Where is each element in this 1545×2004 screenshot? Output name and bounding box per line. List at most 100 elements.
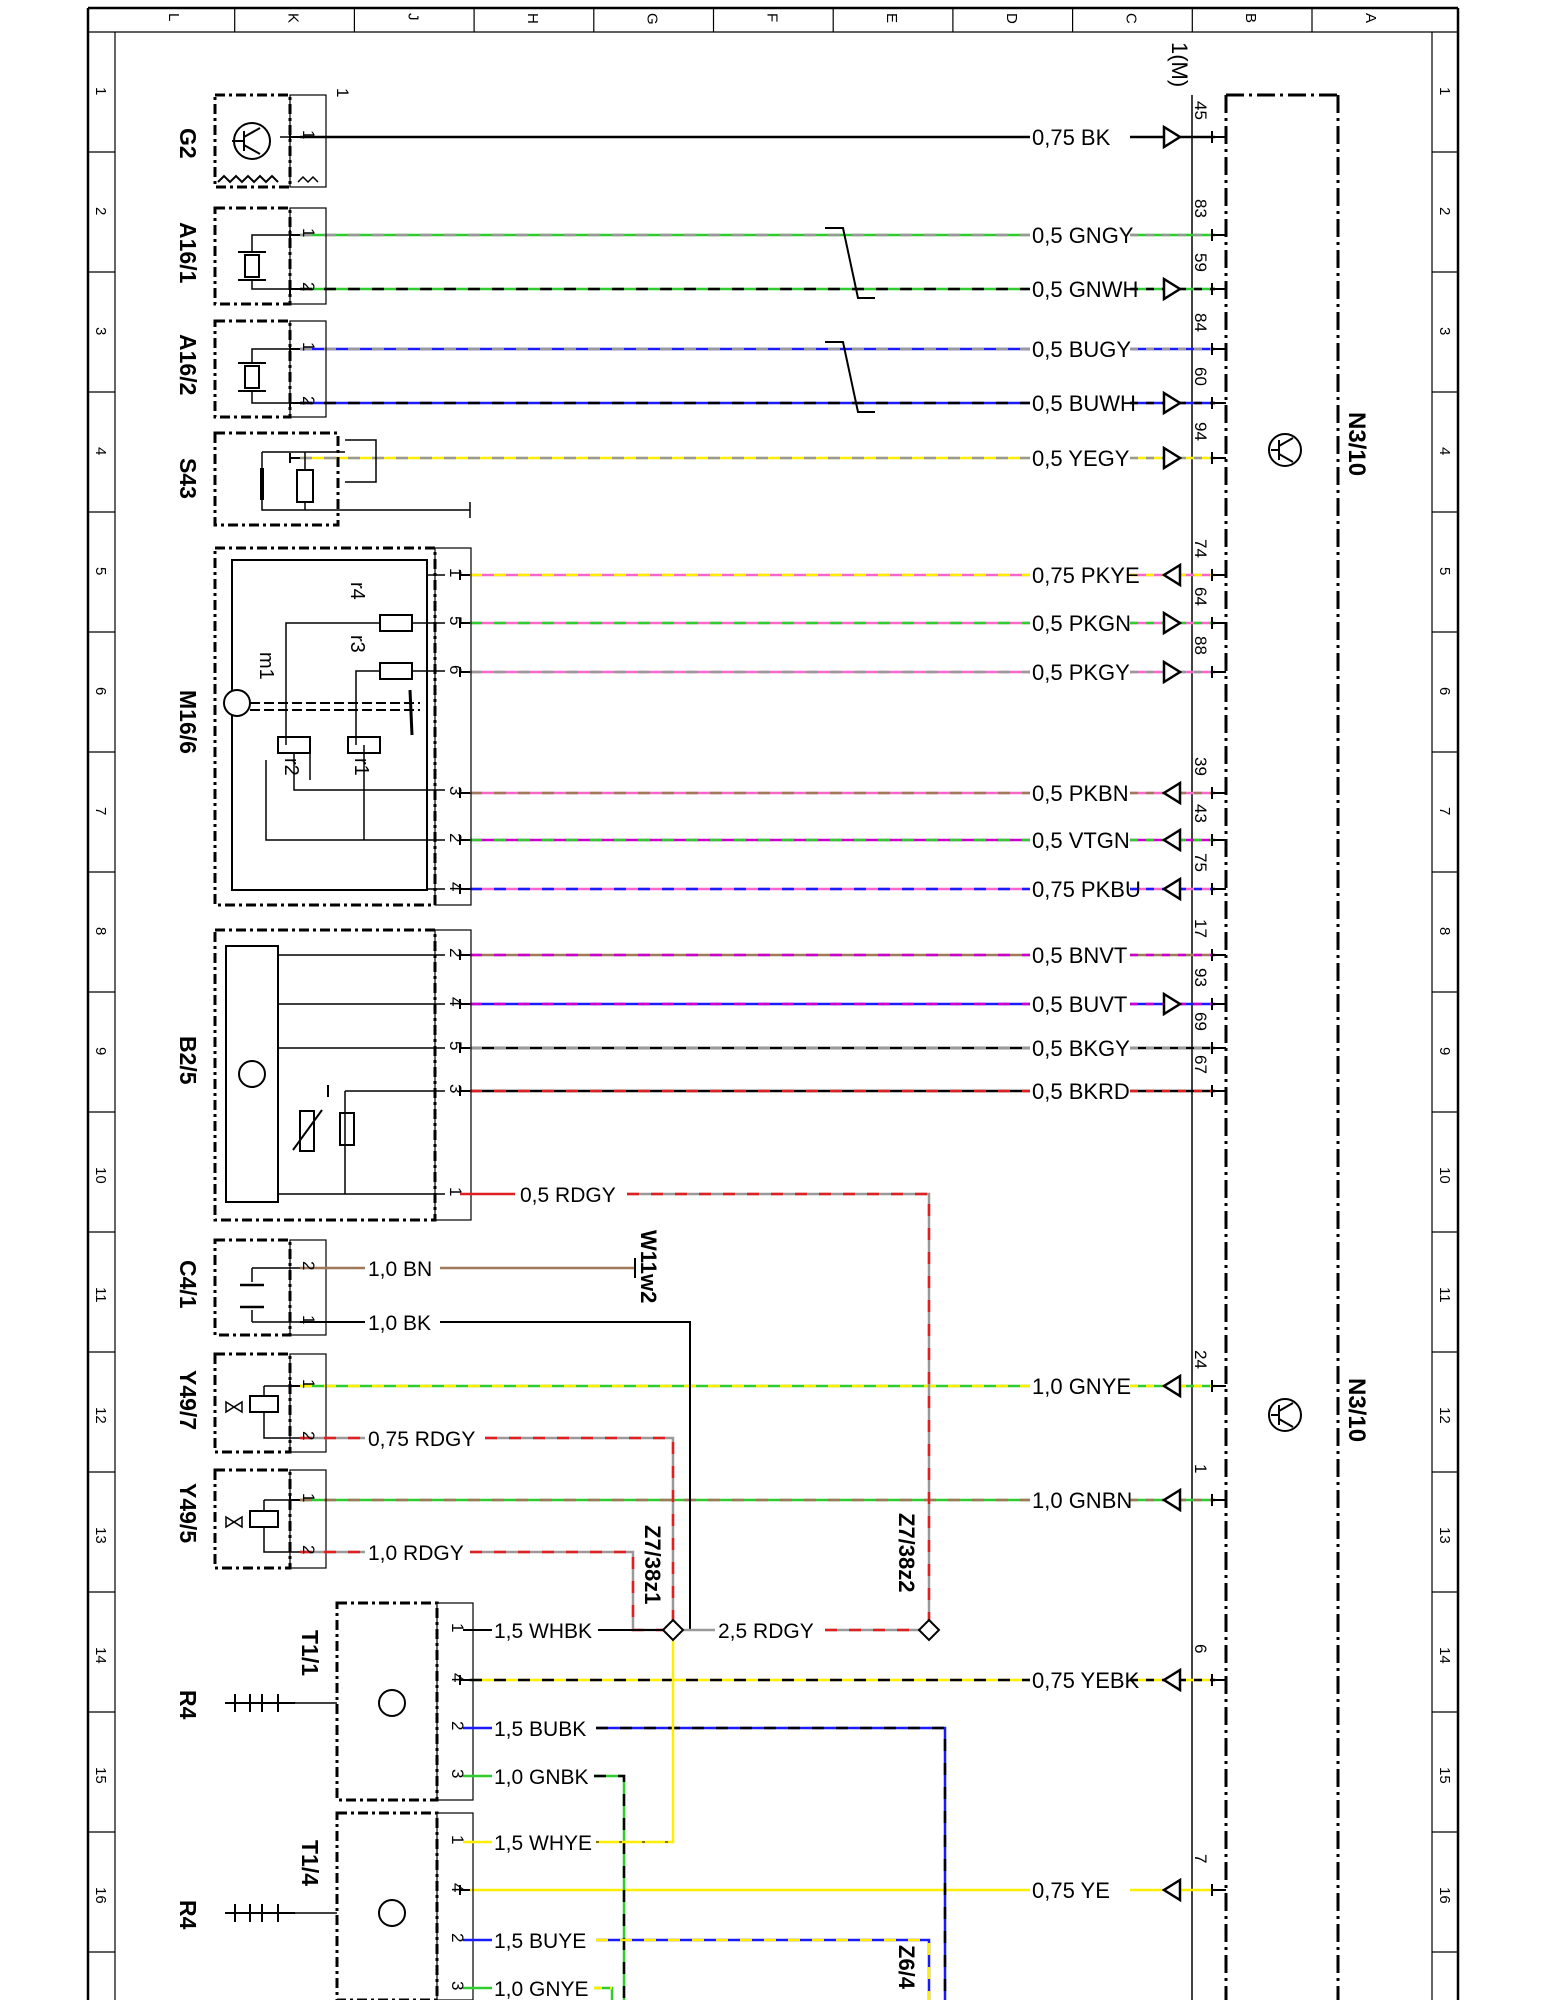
row-number: 4 [92,447,109,455]
m16-6-part-r2: r2 [280,758,302,776]
column-letter: B [1242,13,1259,23]
component-label-y49-7: Y49/7 [175,1370,201,1430]
component-y49-5 [213,1468,327,1570]
row-number: 14 [92,1647,109,1664]
pin-number: 1 [299,228,318,237]
module-pin-number: 39 [1191,757,1210,776]
component-s43 [213,431,471,527]
pin-number: 4 [448,1673,467,1682]
component-label-y49-5: Y49/5 [175,1483,201,1543]
component-label-c4-1: C4/1 [175,1260,201,1309]
module-pin-number: 45 [1191,101,1210,120]
pin-number: 3 [448,1981,467,1990]
component-b2-5 [213,928,472,1222]
component-a16-1 [213,206,327,306]
module-pin-number: 84 [1191,313,1210,332]
wire-label: 0,5 GNWH [1032,277,1138,302]
m16-6-part-m1: m1 [255,652,277,680]
module-label-top: N3/10 [1343,412,1370,476]
pin-number: 5 [446,1041,465,1050]
row-number: 6 [1436,687,1453,695]
module-transistor-icon [1268,1398,1302,1432]
pin-number: 3 [446,786,465,795]
row-number: 2 [92,207,109,215]
wire-label: 0,75 PKYE [1032,563,1140,588]
twisted-pair-markers [825,227,875,413]
pin-number: 1 [299,342,318,351]
local-wire-label: 1,5 BUBK [494,1718,586,1741]
border-frame [86,6,1460,2000]
local-wire-label: 1,0 BK [368,1312,431,1335]
component-g2 [213,93,327,189]
pin-number: 2 [299,396,318,405]
wire-label: 0,5 PKGN [1032,611,1131,636]
row-number: 11 [92,1287,109,1303]
wire-label: 0,5 VTGN [1032,828,1130,853]
component-label-m16-6: M16/6 [175,690,201,754]
row-number: 7 [1436,807,1453,815]
pin-number: 2 [299,1261,318,1270]
splice-label-z7-38z2: Z7/38z2 [894,1513,919,1593]
component-label-r4: R4 [175,1690,201,1720]
row-number: 3 [92,327,109,335]
pin-number: 1 [448,1623,467,1632]
row-number: 4 [1436,447,1453,455]
module-pin-number: 69 [1191,1012,1210,1031]
module-pin-number: 24 [1191,1350,1210,1369]
column-letter: J [404,13,421,21]
module-pin-number: 64 [1191,587,1210,606]
module-wire-6: 0,75 YEBK 6 [459,1644,1226,1693]
module-pin-number: 1 [1191,1464,1210,1473]
splice-z7-38z1 [661,1618,685,1642]
component-label-a16-1: A16/1 [175,222,201,284]
module-wire-93: 0,5 BUVT 93 [459,968,1226,1017]
row-number: 15 [1436,1767,1453,1784]
control-module-n3-10: N3/10 N3/10 1(M) [1167,42,1370,2000]
pin-number: 2 [448,1721,467,1730]
local-wire-label: 1,0 BN [368,1258,432,1281]
module-pin-number: 75 [1191,853,1210,872]
row-number: 3 [1436,327,1453,335]
local-wire-label: 0,75 RDGY [368,1428,475,1451]
wire-label: 0,75 YEBK [1032,1668,1140,1693]
component-labels: G2 A16/1 A16/2 S43 M16/6 B2/5 C4/1 Y49/7… [175,128,323,1930]
component-a16-2 [213,319,327,419]
component-label-t1-1: T1/1 [297,1630,323,1676]
wire-label: 0,5 BUVT [1032,992,1127,1017]
pin-number: 4 [448,1883,467,1892]
pin-number: 3 [446,1084,465,1093]
pin-number: 1 [299,1493,318,1502]
column-letter: F [763,13,780,22]
row-number: 7 [92,807,109,815]
pin-number: 1 [446,568,465,577]
row-number: 5 [1436,567,1453,575]
column-letter: E [883,13,900,23]
splice-labels: Z7/38z1 Z7/38z2 Z6/4 W11w2 [636,1230,919,1990]
splice-label-z6-4: Z6/4 [894,1945,919,1990]
pin-number: 6 [446,665,465,674]
wire-label: 0,5 BNVT [1032,943,1127,968]
row-number: 1 [92,87,109,95]
module-pin-number: 6 [1191,1644,1210,1653]
column-letter: D [1003,13,1020,24]
row-number: 12 [1436,1407,1453,1424]
column-letter: H [524,13,541,24]
pin-number: 1 [299,1379,318,1388]
row-number: 14 [1436,1647,1453,1664]
row-number: 11 [1436,1287,1453,1303]
component-label-b2-5: B2/5 [175,1036,201,1085]
module-pin-number: 93 [1191,968,1210,987]
module-transistor-icon [1268,433,1302,467]
local-wire-label: 1,5 BUYE [494,1930,586,1953]
m16-6-part-r4: r4 [346,582,368,600]
